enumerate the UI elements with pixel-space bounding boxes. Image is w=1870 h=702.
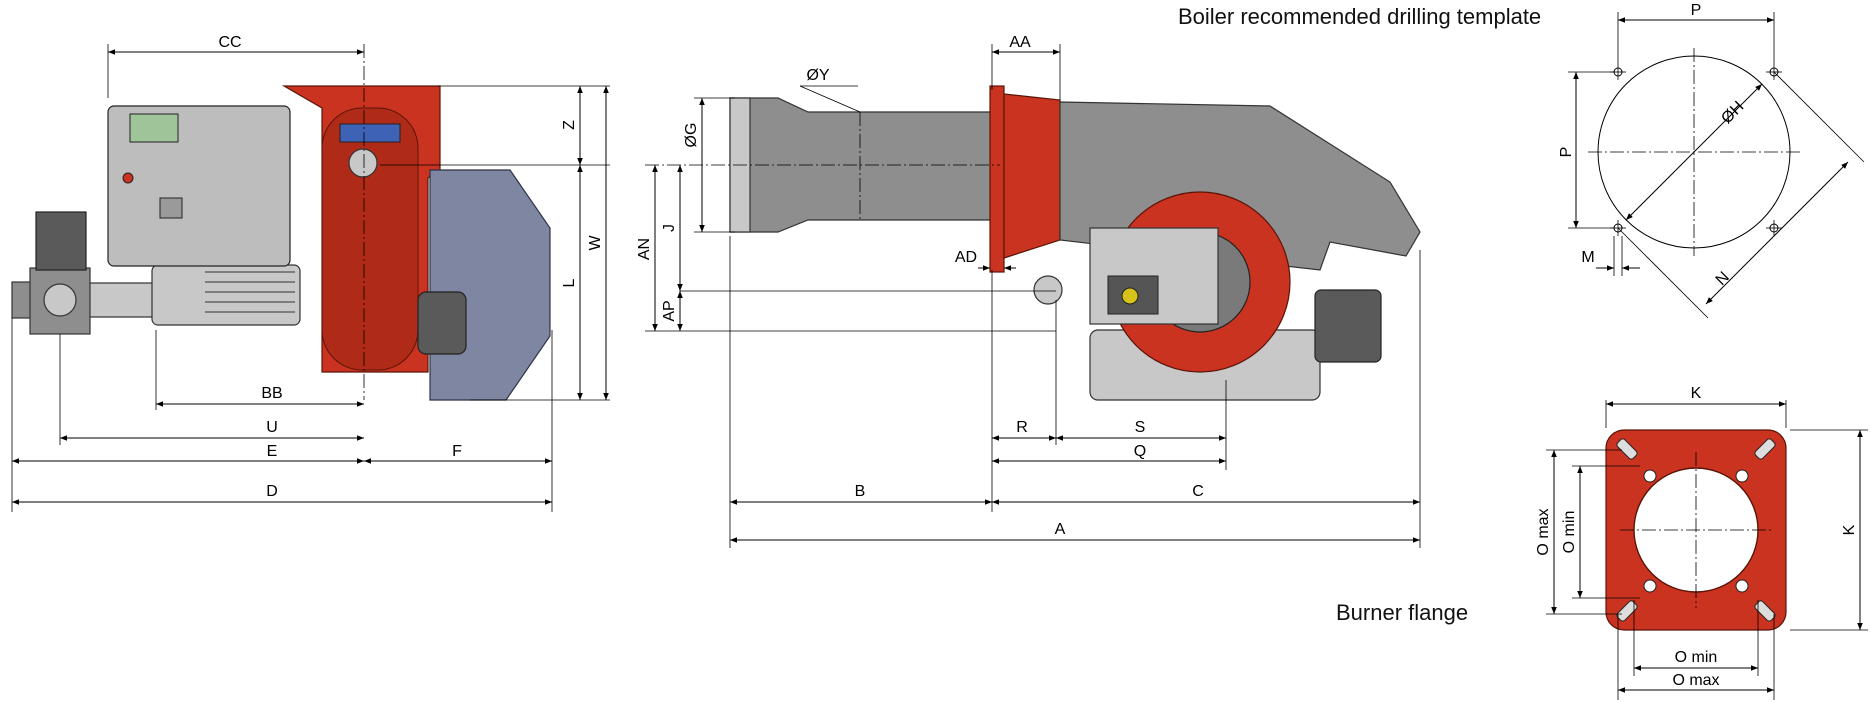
dim-label-n: N bbox=[1713, 269, 1733, 289]
gas-valve-actuator bbox=[35, 211, 87, 271]
side-view-dimensions: CC Z L W BB U E F D bbox=[11, 34, 610, 512]
fan-motor bbox=[151, 264, 301, 326]
dim-label-ad: AD bbox=[955, 249, 977, 266]
dim-label-o-min-side: O min bbox=[1561, 511, 1578, 554]
observation-port bbox=[348, 148, 378, 178]
burner-side-view bbox=[11, 85, 551, 401]
valve-indicator bbox=[1121, 287, 1139, 305]
burner-profile-view bbox=[729, 85, 1421, 401]
dim-label-r: R bbox=[1016, 419, 1028, 436]
switch bbox=[159, 197, 183, 219]
dim-label-cc: CC bbox=[218, 34, 241, 51]
dim-label-k-side: K bbox=[1841, 524, 1858, 535]
dim-label-e: E bbox=[267, 443, 278, 460]
drive-motor bbox=[1314, 289, 1382, 363]
drilling-template: P P ØH N M bbox=[1558, 2, 1865, 319]
dim-label-ap: AP bbox=[661, 300, 678, 321]
dim-label-m: M bbox=[1581, 249, 1594, 266]
dim-label-p-top: P bbox=[1691, 2, 1702, 19]
head-housing bbox=[1003, 93, 1061, 259]
dim-label-l: L bbox=[561, 278, 578, 287]
motor-fins bbox=[205, 271, 295, 313]
dim-label-a: A bbox=[1055, 521, 1066, 538]
dim-label-d: D bbox=[266, 483, 278, 500]
profile-view-dimensions: AA ØY ØG AN J AP AD R S Q B C A bbox=[636, 34, 1421, 548]
dim-label-o-max-bottom: O max bbox=[1672, 672, 1719, 689]
air-intake-cover bbox=[321, 107, 419, 371]
dim-label-q: Q bbox=[1134, 443, 1146, 460]
dim-label-oy: ØY bbox=[806, 67, 829, 84]
gas-inlet-elbow bbox=[1033, 275, 1063, 305]
mounting-flange bbox=[989, 85, 1005, 273]
caption-burner-flange: Burner flange bbox=[1336, 600, 1468, 625]
sight-window bbox=[339, 123, 401, 143]
dim-label-c: C bbox=[1192, 483, 1204, 500]
dim-label-u: U bbox=[266, 419, 278, 436]
dim-label-k-top: K bbox=[1691, 385, 1702, 402]
dim-label-og: ØG bbox=[683, 123, 700, 148]
gas-valve-flange bbox=[43, 283, 77, 317]
dim-label-aa: AA bbox=[1009, 34, 1031, 51]
dim-label-b: B bbox=[855, 483, 866, 500]
display-screen bbox=[129, 113, 179, 143]
dim-label-an: AN bbox=[636, 238, 653, 260]
dim-label-f: F bbox=[452, 443, 462, 460]
dim-label-w: W bbox=[587, 235, 604, 251]
control-box bbox=[107, 105, 291, 267]
flange-holes bbox=[1643, 469, 1749, 593]
dim-label-s: S bbox=[1135, 419, 1146, 436]
dim-label-o-max-side: O max bbox=[1535, 508, 1552, 555]
dim-label-j: J bbox=[661, 224, 678, 232]
air-damper-servo bbox=[417, 291, 467, 355]
dim-label-bb: BB bbox=[261, 385, 282, 402]
dim-label-p-side: P bbox=[1558, 147, 1575, 158]
caption-drilling-template: Boiler recommended drilling template bbox=[1178, 4, 1541, 29]
flange-slots bbox=[1616, 438, 1776, 622]
dim-label-o-min-bottom: O min bbox=[1675, 649, 1718, 666]
burner-flange: K K O max O min O min O max bbox=[1535, 385, 1868, 700]
indicator-lamp bbox=[122, 172, 134, 184]
dim-label-z: Z bbox=[561, 120, 578, 130]
fan-housing bbox=[429, 169, 551, 401]
